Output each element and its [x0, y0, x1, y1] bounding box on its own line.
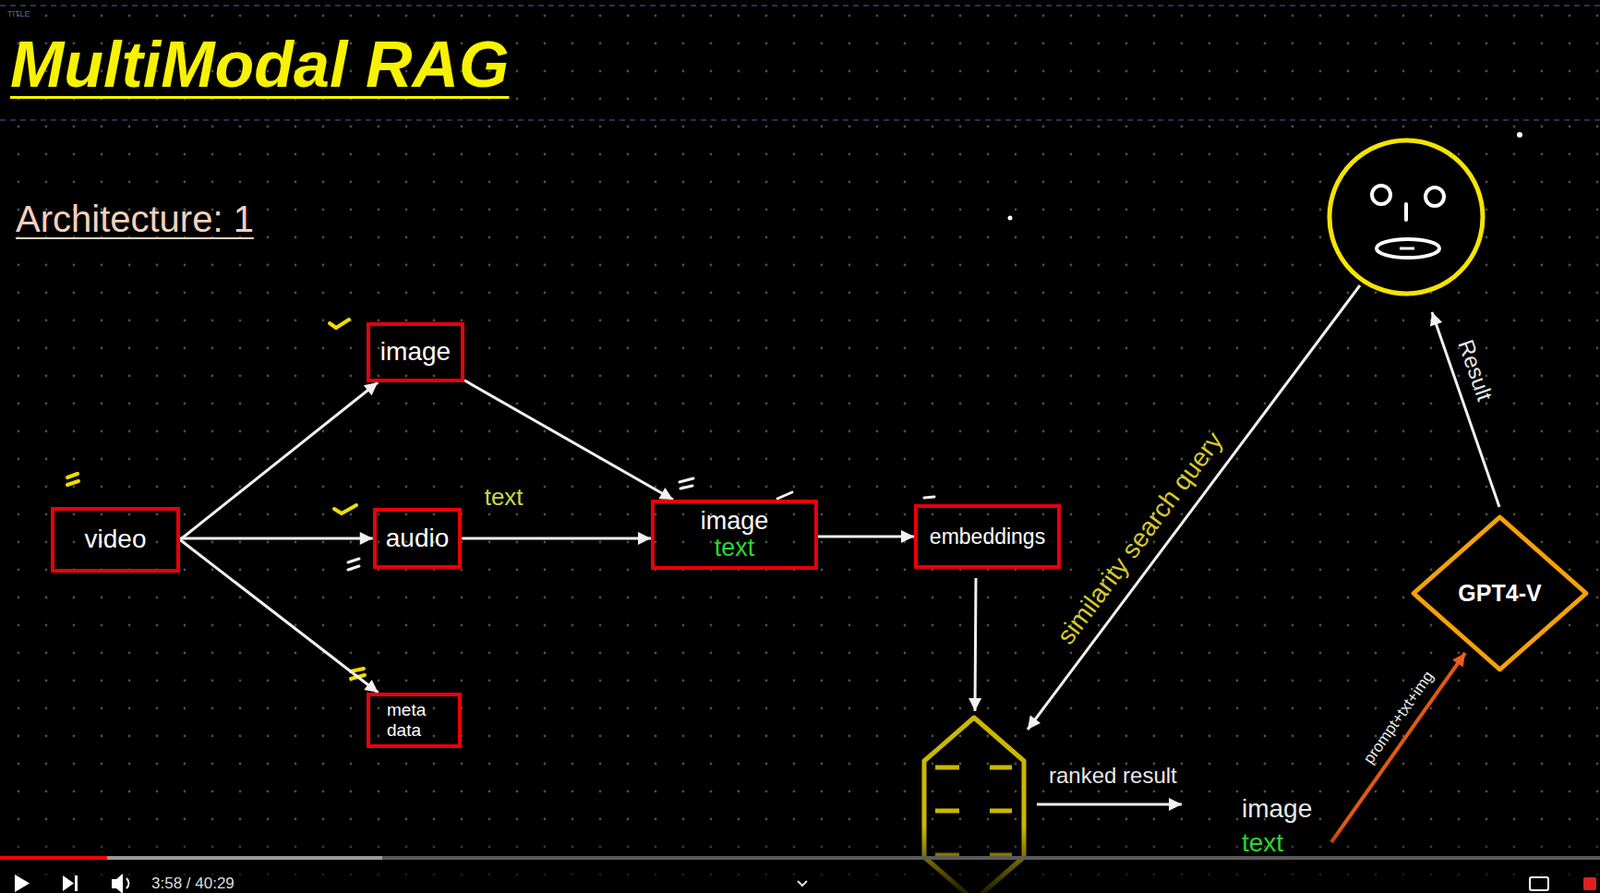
corner-tag: TITLE [7, 9, 31, 19]
check-mark [334, 505, 357, 514]
modality-box: image [366, 322, 465, 383]
progress-track [0, 855, 1600, 860]
stray-dot [1008, 216, 1013, 221]
node-text-group: image [380, 336, 451, 367]
progress-buffer [0, 855, 383, 860]
node-label: text [714, 534, 756, 562]
node-text-group: meta data [386, 699, 441, 741]
flow-arrow [818, 535, 915, 539]
tick-stroke [777, 492, 793, 499]
tick-stroke [680, 485, 693, 489]
node-label: video [84, 524, 147, 554]
face-eye [1425, 187, 1444, 206]
flow-arrow [180, 537, 373, 541]
tick-stroke [350, 668, 364, 672]
face-mouth [1376, 239, 1440, 258]
query-arrow [1027, 285, 1360, 730]
result-text-label: text [1241, 828, 1284, 858]
node-label: meta data [386, 699, 441, 741]
node-text-group: audio [385, 523, 450, 554]
settings-icon [1583, 877, 1597, 891]
tick-stroke [67, 481, 79, 485]
database-dash [935, 808, 960, 814]
tick-stroke [924, 496, 935, 498]
face-eye [1371, 185, 1391, 205]
result-image-label: image [1241, 793, 1312, 824]
face-outline [1329, 140, 1483, 294]
database-dash [935, 765, 960, 770]
node-label: audio [385, 523, 450, 554]
tick-stroke [348, 558, 360, 563]
progress-played [0, 855, 108, 860]
flow-arrow [464, 380, 674, 500]
next-icon [62, 875, 74, 891]
section-heading: Architecture: 1 [15, 197, 254, 241]
modality-box: meta data [366, 692, 462, 748]
ranked-label: ranked result [1048, 762, 1178, 789]
tick-stroke [67, 473, 78, 478]
flow-arrow [180, 540, 379, 694]
diamond-outline [1413, 517, 1587, 670]
embedding-box: embeddings [914, 504, 1061, 569]
chevron-icon [797, 880, 807, 886]
node-label: GPT4-V [1457, 579, 1541, 607]
tick-stroke [348, 565, 360, 570]
node-label: embeddings [929, 524, 1046, 549]
database-dash [989, 808, 1012, 814]
face-mouth [1399, 247, 1415, 251]
guide-line [0, 4, 1600, 7]
node-text-group: video [84, 524, 147, 554]
volume-icon [126, 878, 130, 889]
play-icon [14, 874, 30, 892]
source-box: video [50, 506, 181, 573]
store-arrow [974, 577, 976, 711]
node-text-group: imagetext [700, 507, 770, 562]
node-text-group: embeddings [929, 524, 1046, 549]
edge-label: text [481, 483, 527, 512]
model-diamond: GPT4-V [1409, 513, 1590, 674]
face-nose [1404, 204, 1408, 220]
guide-line [0, 119, 1600, 121]
tick-marks [67, 319, 935, 679]
diagram-title: MultiModal RAG [10, 27, 509, 103]
player-shade [0, 826, 1600, 893]
player-bar [0, 826, 1600, 893]
modality-box: audio [372, 507, 463, 569]
next-icon [74, 875, 78, 891]
prompt-arrow [1331, 652, 1466, 843]
stray-dot [1516, 132, 1523, 138]
result-arrow [1431, 312, 1500, 507]
node-text-group: GPT4-V [1457, 579, 1541, 607]
pair-box: imagetext [650, 499, 819, 570]
volume-icon [111, 873, 123, 893]
captions-icon [1529, 877, 1549, 891]
node-label: image [700, 507, 770, 535]
user-face [1329, 140, 1483, 294]
flow-arrow [180, 382, 378, 541]
tick-stroke [679, 478, 694, 482]
database-dash [989, 765, 1012, 770]
timestamp: 3:58 / 40:29 [151, 874, 235, 893]
node-label: image [380, 336, 451, 367]
flow-arrow [461, 537, 651, 541]
ranked-arrow [1036, 803, 1182, 807]
check-mark [329, 319, 349, 328]
